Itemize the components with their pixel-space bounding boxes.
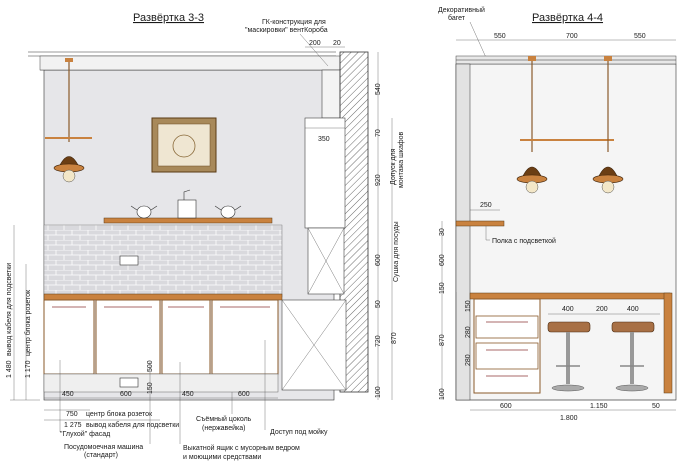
socket-block-lower — [119, 377, 139, 388]
dim-540: 540 — [375, 83, 382, 95]
dim-stool-400-a: 400 — [562, 306, 574, 313]
bar-stool-left — [547, 321, 591, 392]
upper-cabinet — [304, 117, 346, 229]
dim-550-a: 550 — [494, 33, 506, 40]
dim-600-4-4: 600 — [439, 254, 446, 266]
note-vykat: Выкатной ящик с мусорным ведром — [183, 444, 300, 452]
dim-600-v: 600 — [375, 254, 382, 266]
dim-1275: 1 275 — [64, 422, 82, 429]
note-dopusk-2: монтажа шкафов — [398, 132, 405, 188]
dim-550-b: 550 — [634, 33, 646, 40]
base-cabinets-3-3 — [43, 299, 279, 393]
dim-150-4-4: 150 — [439, 282, 446, 294]
dim-stool-200: 200 — [596, 306, 608, 313]
note-cable-horizontal: вывод кабеля для подсветки — [86, 421, 179, 429]
dim-600-bottom-4-4: 600 — [500, 403, 512, 410]
dim-100-4-4: 100 — [439, 388, 446, 400]
elevation-3-3: Развёртка 3-3 — [5, 12, 405, 461]
worktop-3-3 — [43, 293, 283, 301]
elevation-4-4-title: Развёртка 4-4 — [532, 12, 603, 24]
dim-inner-280-b: 280 — [465, 354, 472, 366]
note-posud: Посудомоечная машина — [64, 444, 143, 451]
dim-600-b: 600 — [238, 391, 250, 398]
wall-shelf-3-3 — [103, 217, 273, 224]
right-dimension-lines-3-3 — [377, 52, 393, 400]
note-socket-vertical: центр блока розеток — [24, 289, 32, 356]
bottom-dimension-lines-3-3 — [44, 397, 278, 421]
note-gk-2: "маскировки" вентКороба — [245, 26, 328, 34]
plinth-3-3 — [43, 373, 279, 393]
dim-450-a: 450 — [62, 391, 74, 398]
note-socket-horizontal: центр блока розеток — [86, 410, 153, 418]
tile-backsplash — [43, 224, 283, 298]
note-posud-2: (стандарт) — [84, 452, 118, 459]
dim-inner-280-a: 280 — [465, 326, 472, 338]
dim-1170: 1 170 — [25, 360, 32, 378]
dim-870-4-4: 870 — [439, 334, 446, 346]
teapot-left — [130, 205, 158, 219]
left-dimension-lines-4-4 — [441, 221, 457, 400]
note-cable-vertical: вывод кабеля для подсветки — [5, 263, 13, 356]
elevation-4-4: Развёртка 4-4 Декоративный багет 550 700… — [438, 6, 677, 422]
dim-inner-150: 150 — [465, 300, 472, 312]
worktop-4-4 — [469, 292, 671, 300]
pendant-lamp-4-4-right — [592, 56, 624, 194]
bar-stool-right — [611, 321, 655, 392]
dim-350: 350 — [318, 136, 330, 143]
note-dopusk: Допуск для — [390, 148, 397, 185]
dim-stool-400-b: 400 — [627, 306, 639, 313]
note-decor: Декоративный — [438, 6, 485, 14]
dim-50-bottom-4-4: 50 — [652, 403, 660, 410]
counter-side-panel — [663, 292, 673, 394]
dim-30-4-4: 30 — [439, 228, 446, 236]
note-cokol-2: (нержавейка) — [202, 424, 245, 432]
gk-box — [321, 69, 341, 119]
dim-70: 70 — [375, 129, 382, 137]
dim-200-top: 200 — [309, 40, 321, 47]
dim-150-inner: 150 — [147, 382, 154, 394]
dim-250: 250 — [480, 202, 492, 209]
coffee-grinder — [177, 189, 197, 219]
dim-870: 870 — [391, 332, 398, 344]
note-gk: ГК-конструкция для — [262, 19, 326, 26]
dim-920: 920 — [375, 174, 382, 186]
dim-450-b: 450 — [182, 391, 194, 398]
note-decor-2: багет — [448, 14, 466, 22]
dim-1800: 1.800 — [560, 415, 578, 422]
note-polka: Полка с подсветкой — [492, 237, 556, 245]
dim-720: 720 — [375, 335, 382, 347]
pendant-lamp-4-4-left — [516, 56, 614, 194]
lit-shelf-4-4 — [455, 220, 505, 227]
note-vykat-2: и моющими средствами — [183, 454, 261, 461]
note-sushka: Сушка для посуды — [393, 221, 400, 282]
teapot-right — [214, 205, 242, 219]
note-dostup: Доступ под мойку — [270, 428, 328, 436]
elevation-3-3-title: Развёртка 3-3 — [133, 12, 204, 24]
drawer-unit-4-4 — [473, 298, 541, 394]
dim-100-v: 100 — [375, 386, 382, 398]
dim-50-v: 50 — [375, 300, 382, 308]
note-gluhoy: "Глухой" фасад — [60, 430, 110, 438]
socket-block-upper — [119, 255, 139, 266]
dim-20-top: 20 — [333, 40, 341, 47]
dim-750: 750 — [66, 411, 78, 418]
dim-1480: 1 480 — [6, 360, 13, 378]
dim-1150: 1.150 — [590, 403, 608, 410]
bottom-dimension-lines-4-4 — [470, 399, 676, 411]
dim-700: 700 — [566, 33, 578, 40]
note-cokol: Съёмный цоколь — [196, 415, 252, 423]
left-dimension-lines — [10, 225, 40, 401]
dim-600-a: 600 — [120, 391, 132, 398]
dim-500: 500 — [147, 360, 154, 372]
pendant-lamp-3-3 — [45, 58, 92, 183]
